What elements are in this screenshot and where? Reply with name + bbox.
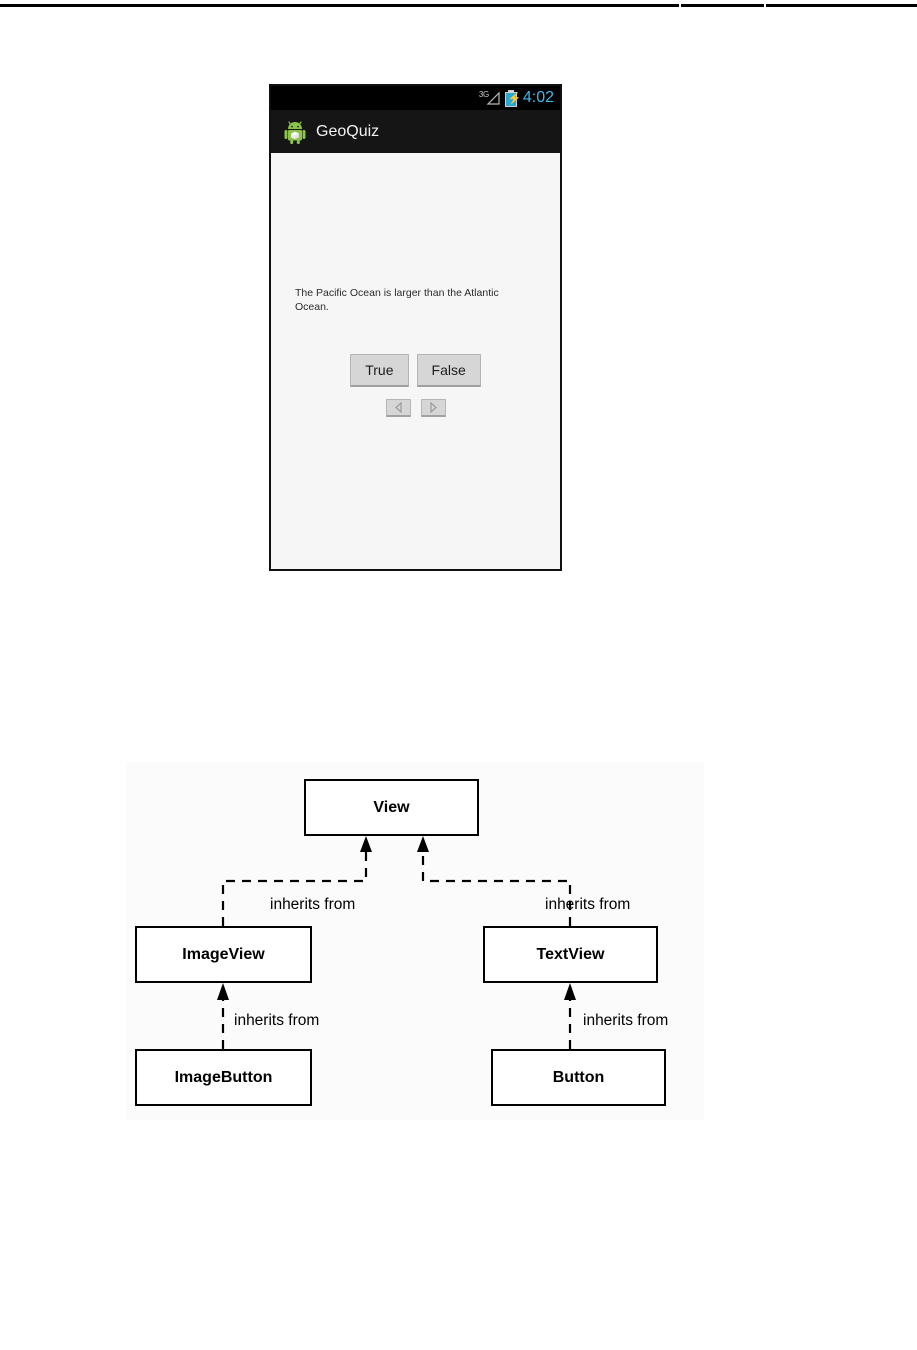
phone-screenshot: 3G ⚡ 4:02 bbox=[269, 84, 562, 571]
diagram-box-imageview: ImageView bbox=[135, 926, 312, 983]
diagram-box-button: Button bbox=[491, 1049, 666, 1106]
true-button[interactable]: True bbox=[350, 354, 409, 387]
battery-cap bbox=[507, 89, 514, 93]
navigation-buttons-row bbox=[271, 399, 560, 417]
status-bar-clock: 4:02 bbox=[522, 89, 554, 106]
quiz-screen: The Pacific Ocean is larger than the Atl… bbox=[271, 153, 560, 569]
triangle-right-icon bbox=[430, 402, 437, 413]
edge-label-imagebutton-imageview: inherits from bbox=[234, 1012, 320, 1029]
false-button[interactable]: False bbox=[416, 354, 481, 387]
edge-label-textview-view: inherits from bbox=[545, 896, 631, 913]
page-top-rule bbox=[0, 4, 917, 7]
previous-question-button[interactable] bbox=[385, 399, 411, 417]
network-type-label: 3G bbox=[478, 89, 489, 99]
status-bar: 3G ⚡ 4:02 bbox=[271, 86, 560, 110]
class-inheritance-diagram: View ImageView TextView ImageButton Butt… bbox=[126, 762, 704, 1120]
rule-tick bbox=[764, 4, 766, 7]
diagram-box-view: View bbox=[304, 779, 479, 836]
rule-tick bbox=[679, 4, 681, 7]
charging-bolt-icon: ⚡ bbox=[507, 92, 522, 105]
triangle-left-icon bbox=[394, 402, 401, 413]
app-title: GeoQuiz bbox=[316, 122, 380, 140]
signal-bars-icon: 3G bbox=[478, 89, 501, 106]
edge-label-imageview-view: inherits from bbox=[270, 896, 356, 913]
android-robot-icon bbox=[284, 120, 306, 144]
diagram-connectors bbox=[217, 836, 576, 1049]
action-bar: GeoQuiz bbox=[271, 110, 560, 153]
diagram-box-textview: TextView bbox=[483, 926, 658, 983]
question-text: The Pacific Ocean is larger than the Atl… bbox=[295, 287, 499, 313]
edge-label-button-textview: inherits from bbox=[583, 1012, 669, 1029]
answer-buttons-row: True False bbox=[271, 354, 560, 387]
diagram-box-imagebutton: ImageButton bbox=[135, 1049, 312, 1106]
next-question-button[interactable] bbox=[420, 399, 446, 417]
battery-charging-icon: ⚡ bbox=[504, 89, 522, 107]
battery-body bbox=[504, 91, 517, 107]
